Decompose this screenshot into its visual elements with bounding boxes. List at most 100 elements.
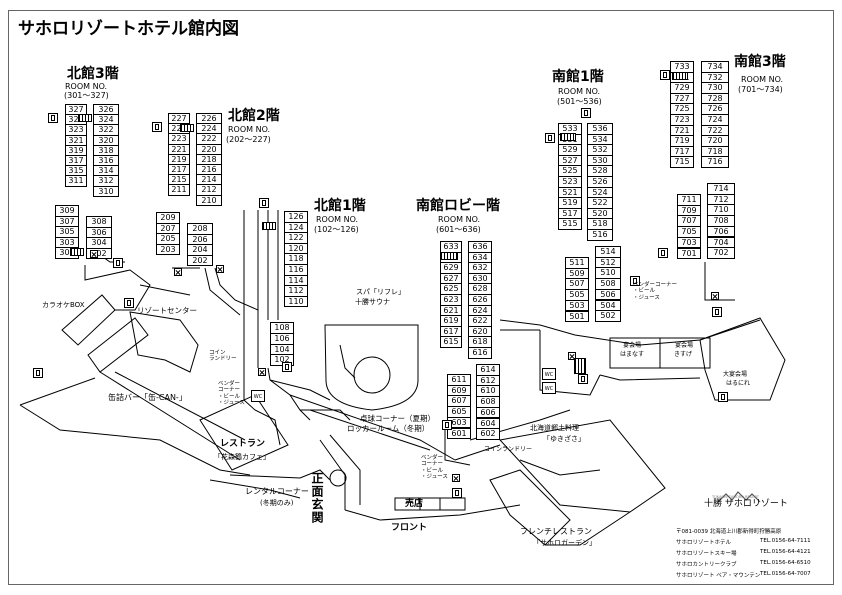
banquet1-name: はまなす (620, 351, 645, 358)
elevator-icon (711, 292, 719, 300)
south1-roomno: ROOM NO. (558, 87, 601, 96)
exit-icon (581, 108, 591, 118)
front-label: フロント (391, 523, 428, 533)
exit-icon (452, 488, 462, 498)
south3-roomno: ROOM NO. (741, 75, 784, 84)
rental-note-label: (冬期のみ) (260, 499, 294, 507)
vending-north-label: ベンダー コーナー ・ビール ・ジュース (218, 381, 245, 406)
north3-title: 北館3階 (67, 66, 119, 82)
map-frame (8, 10, 834, 585)
can-bar-label: 缶詰バー「缶-CAN-」 (108, 393, 187, 402)
exit-icon (630, 276, 640, 286)
exit-icon (48, 113, 58, 123)
yukisasa-label: 「ゆきざさ」 (543, 435, 585, 443)
lobby-roomno: ROOM NO. (438, 215, 481, 224)
room-602: 602 (476, 428, 500, 440)
logo-text: 十勝 サホロリゾート (704, 499, 788, 509)
locker-room-label: ロッカールーム（冬期） (347, 424, 430, 433)
south3-range: (701～734) (738, 85, 783, 94)
stairs-icon (78, 114, 92, 122)
room-702: 702 (707, 247, 735, 259)
french-label: フレンチレストラン (520, 527, 592, 536)
vending-south-label: ベンダー コーナー ・ビール ・ジュース (421, 455, 448, 480)
exit-icon (712, 307, 722, 317)
south3-title: 南館3階 (734, 54, 786, 70)
room-601: 601 (447, 427, 471, 440)
front-entrance-label: 正面玄関 (310, 472, 324, 524)
wc-north: WC (251, 390, 265, 402)
room-311: 311 (65, 175, 87, 187)
room-516: 516 (587, 229, 613, 241)
exit-icon (282, 362, 292, 372)
room-615: 615 (440, 336, 462, 348)
room-310: 310 (93, 185, 119, 197)
contact-tel: TEL.0156-64-4121 (760, 549, 811, 555)
footer-address: 〒081-0039 北海道上川郡新得町狩勝高原 (676, 529, 782, 535)
exit-icon (113, 258, 123, 268)
south1-range: (501～536) (557, 97, 602, 106)
rental-label: レンタルコーナー (245, 487, 309, 496)
exit-icon (578, 374, 588, 384)
contact-tel: TEL.0156-64-7111 (760, 538, 811, 544)
stairs-icon (70, 248, 84, 256)
elevator-icon (568, 352, 576, 360)
exit-icon (718, 392, 728, 402)
elevator-icon (452, 474, 460, 482)
north2-title: 北館2階 (228, 108, 280, 124)
exit-icon (658, 248, 668, 258)
sauna-label: 十勝サウナ (355, 298, 390, 306)
banquet2-label: 宴会場 (675, 342, 694, 349)
room-203: 203 (156, 243, 180, 256)
exit-icon (33, 368, 43, 378)
exit-icon (442, 420, 452, 430)
grand-banquet-name: はるにれ (726, 380, 751, 387)
room-616: 616 (468, 347, 492, 359)
elevator-icon (216, 265, 224, 273)
room-210: 210 (196, 194, 222, 206)
room-716: 716 (701, 156, 729, 168)
restaurant-name-label: 「花森鶴カフェ」 (214, 453, 270, 461)
north2-range: (202～227) (226, 135, 271, 144)
room-202: 202 (187, 254, 213, 267)
north3-range: (301～327) (64, 91, 109, 100)
coin-laundry-south-label: コインランドリー (484, 446, 533, 453)
logo-sub: TOKACHI SAHORO RESORT (712, 495, 759, 499)
sahoro-logo-icon (717, 491, 761, 503)
lobby-range: (601～636) (436, 225, 481, 234)
elevator-icon (258, 368, 266, 376)
stairs-icon (560, 133, 576, 141)
shop-label: 売店 (405, 499, 424, 509)
lobby-title: 南館ロビー階 (416, 198, 500, 214)
contact-name: サホロリゾート ベア・マウンテン (676, 573, 761, 579)
north2-roomno: ROOM NO. (228, 125, 271, 134)
south1-title: 南館1階 (552, 69, 604, 85)
table-tennis-label: 卓球コーナー（夏期） (360, 414, 435, 423)
north1-title: 北館1階 (314, 198, 366, 214)
grand-banquet-label: 大宴会場 (723, 371, 748, 378)
room-110: 110 (284, 295, 308, 308)
hokkaido-cuisine-label: 北海道郷土料理 (530, 424, 579, 432)
wc-south1-a: WC (542, 368, 556, 380)
room-715: 715 (670, 156, 694, 168)
vending-south1-label: ベンダーコーナー ・ビール ・ジュース (633, 282, 678, 301)
room-211: 211 (168, 184, 190, 196)
room-701: 701 (677, 247, 701, 260)
north1-range: (102～126) (314, 225, 359, 234)
banquet2-name: きすげ (674, 351, 693, 358)
stairs-icon (440, 252, 458, 260)
banquet1-label: 宴会場 (623, 342, 642, 349)
stairs-icon (262, 222, 276, 230)
exit-icon (545, 133, 555, 143)
room-501: 501 (565, 310, 589, 323)
wc-south1-b: WC (542, 382, 556, 394)
elevator-icon (174, 268, 182, 276)
contact-tel: TEL.0156-64-6510 (760, 560, 811, 566)
stairs-icon (672, 72, 688, 80)
room-302: 302 (86, 247, 112, 260)
exit-icon (660, 70, 670, 80)
spa-label: スパ「リフレ」 (356, 288, 405, 296)
north1-roomno: ROOM NO. (316, 215, 359, 224)
north3-roomno: ROOM NO. (65, 82, 108, 91)
coin-laundry-north-label: コイン ランドリー (209, 350, 237, 363)
